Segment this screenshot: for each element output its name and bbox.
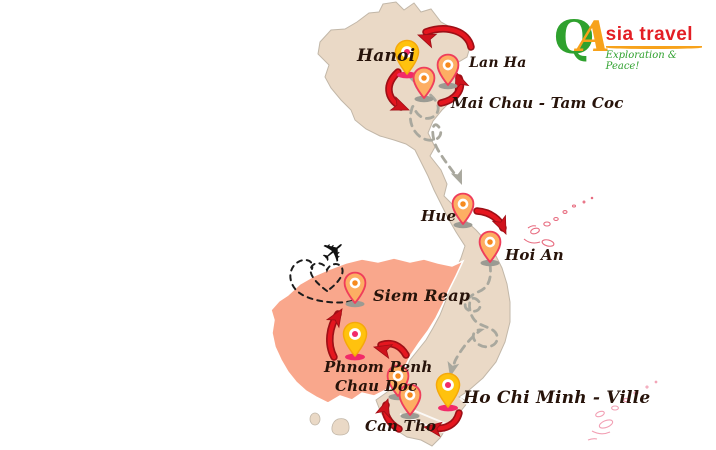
brand-logo: Q A sia travel Exploration & Peace! [554,10,704,72]
island-cluster-paracel [523,196,594,247]
route-arrow-hue-hoian [473,207,507,235]
label-hanoi: Hanoi [357,46,416,66]
label-siem-reap: Siem Reap [373,286,471,305]
route-arrow-lanha-hanoi [417,25,475,51]
route-arrow-hcm-cantho [422,409,463,438]
cambodia-region [270,257,465,404]
label-mai-chau-tam-coc: Mai Chau - Tam Coc [451,94,624,112]
dashed-route-hanoi-hue [408,76,462,185]
route-arrow-chaudoc-phnompenh [372,339,410,360]
route-arrow-cantho-chaudoc [375,398,403,433]
logo-tagline: Exploration & Peace! [605,50,677,72]
label-ho-chi-minh-ville: Ho Chi Minh - Ville [463,388,651,408]
logo-letter-a: A [577,12,610,61]
label-hoi-an: Hoi An [505,246,564,264]
label-chau-doc: Chau Doc [335,377,418,395]
label-phnom-penh: Phnom Penh [324,358,433,376]
route-arrow-phnompenh-siemreap [325,308,343,361]
label-hue: Hue [421,207,457,225]
logo-swoosh-underline [605,46,702,49]
heart-doodle [309,262,344,293]
route-arrow-hanoi-maichau [385,68,410,111]
southwest-islands [309,412,350,436]
logo-letter-q: Q [554,10,595,64]
label-can-tho: Can Tho [365,417,437,435]
island-cluster-spratly [587,380,658,441]
label-lan-ha: Lan Ha [469,55,527,71]
logo-wordmark: sia travel [605,24,694,45]
